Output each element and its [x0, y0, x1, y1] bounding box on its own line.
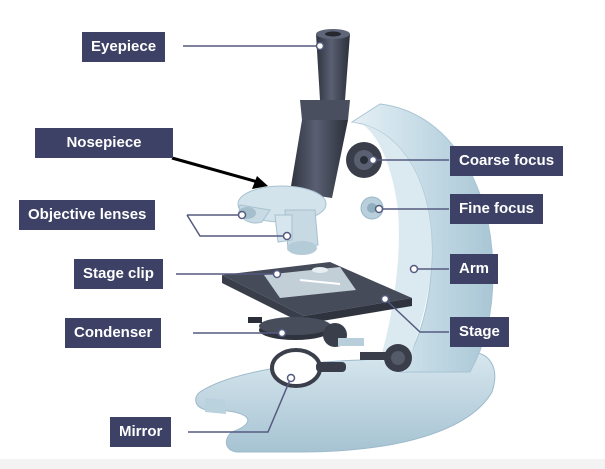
leader-dot-condenser — [277, 328, 287, 338]
leader-mirror — [188, 379, 291, 433]
label-coarse-focus: Coarse focus — [450, 146, 564, 176]
leader-dot-objective-1 — [237, 210, 247, 220]
label-eyepiece: Eyepiece — [82, 32, 166, 62]
nosepiece-turret — [237, 185, 327, 255]
label-mirror: Mirror — [110, 417, 172, 447]
leader-dot-eyepiece — [315, 41, 325, 51]
leader-dot-mirror — [286, 373, 296, 383]
leader-stage — [385, 299, 449, 333]
leader-dot-arm — [409, 264, 419, 274]
bottom-strip — [0, 459, 605, 469]
label-fine-focus: Fine focus — [450, 194, 544, 224]
leader-dot-fine-focus — [374, 204, 384, 214]
leader-dot-stage-clip — [272, 269, 282, 279]
leader-dot-objective-2 — [282, 231, 292, 241]
condenser-assembly — [248, 317, 364, 347]
leader-objective-lenses — [186, 214, 285, 237]
label-stage: Stage — [450, 317, 509, 347]
nosepiece-arrow — [171, 156, 268, 189]
label-nosepiece: Nosepiece — [35, 128, 173, 158]
coarse-focus-knob — [346, 142, 382, 178]
stage-adjust-knob — [360, 344, 412, 372]
mirror-assembly — [270, 348, 346, 388]
label-objective-lenses: Objective lenses — [19, 200, 156, 230]
label-condenser: Condenser — [65, 318, 162, 348]
label-arm: Arm — [450, 254, 499, 284]
leader-dot-coarse-focus — [368, 155, 378, 165]
microscope-tube — [290, 29, 350, 198]
leader-dot-stage — [380, 294, 390, 304]
label-stage-clip: Stage clip — [74, 259, 163, 289]
leader-lines — [176, 41, 449, 433]
fine-focus-knob — [360, 196, 384, 220]
stage-platform — [222, 262, 412, 324]
